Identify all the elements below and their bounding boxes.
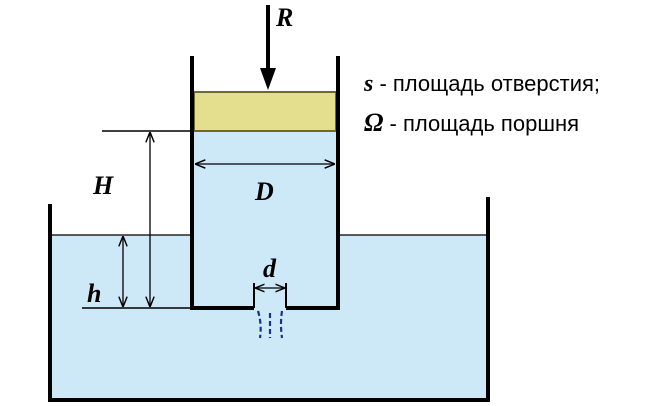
legend-text-omega: - площадь поршня <box>383 111 579 136</box>
force-arrowhead <box>260 68 276 90</box>
water-jet <box>256 310 284 339</box>
diameter-d-label: d <box>263 254 277 283</box>
legend: s - площадь отверстия; Ω - площадь поршн… <box>363 71 600 137</box>
piston <box>193 91 337 132</box>
diameter-D-label: D <box>254 177 274 206</box>
legend-symbol-omega: Ω <box>364 108 383 137</box>
legend-line-2: Ω - площадь поршня <box>364 108 579 137</box>
cylinder-wall-right <box>286 56 340 310</box>
tank-wall <box>48 197 490 402</box>
height-h-label: h <box>87 279 101 308</box>
height-H-label: H <box>92 171 114 200</box>
legend-text-s: - площадь отверстия; <box>373 71 600 96</box>
force-label: R <box>275 3 293 32</box>
legend-symbol-s: s <box>363 71 373 97</box>
legend-line-1: s - площадь отверстия; <box>363 71 600 97</box>
